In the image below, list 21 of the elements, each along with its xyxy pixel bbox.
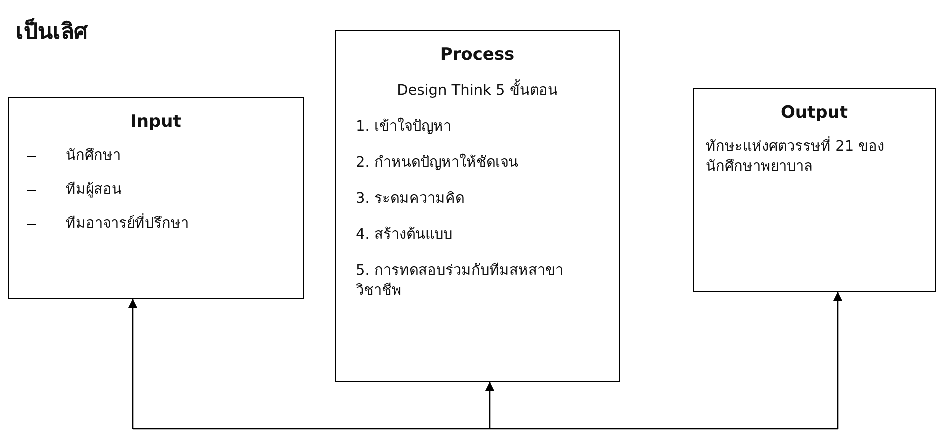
process-box — [335, 30, 620, 382]
arrow — [486, 382, 494, 429]
connector-line — [133, 428, 838, 430]
box-heading: Input — [130, 112, 182, 132]
list-item: นักศึกษา — [66, 147, 121, 166]
subheading: Design Think 5 ขั้นตอน — [336, 81, 619, 101]
list-item: 4. สร้างต้นแบบ — [355, 226, 454, 245]
box-heading: Process — [439, 45, 516, 65]
list-item: 2. กำหนดปัญหาให้ชัดเจน — [355, 153, 520, 173]
list-item: 5. การทดสอบร่วมกับทีมสหสาขาวิชาชีพ — [355, 262, 564, 301]
input-box — [8, 97, 304, 299]
output-box — [693, 88, 936, 292]
arrow — [834, 292, 842, 429]
heading: เป็นเลิศ — [16, 17, 88, 47]
list-item: ทีมอาจารย์ที่ปรึกษา — [66, 214, 189, 234]
box-text: ทักษะแห่งศตวรรษที่ 21 ของนักศึกษาพยาบาล — [694, 137, 935, 177]
arrow — [128, 299, 138, 429]
list-item: 1. เข้าใจปัญหา — [355, 117, 452, 137]
list-item: ทีมผู้สอน — [66, 180, 122, 200]
box-heading: Output — [780, 103, 850, 123]
list-item: 3. ระดมความคิด — [355, 190, 466, 209]
